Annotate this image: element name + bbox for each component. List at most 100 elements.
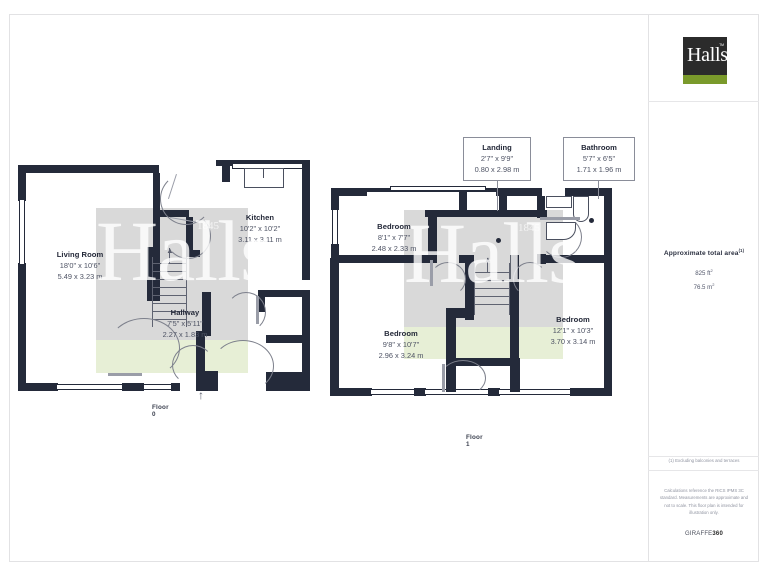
room-metric: 1.71 x 1.96 m bbox=[576, 165, 622, 174]
area-title-footnote-marker: (1) bbox=[738, 248, 745, 253]
room-metric: 2.27 x 1.83 m bbox=[162, 330, 208, 339]
f1-watermark-year: 1845 bbox=[518, 222, 540, 234]
room-label-bedroom-3: Bedroom 12'1" x 10'3" 3.70 x 3.14 m bbox=[520, 314, 626, 347]
stair-step bbox=[152, 271, 187, 272]
wall-partition-c bbox=[153, 217, 160, 253]
stair-rail-right bbox=[186, 257, 187, 327]
stair-step bbox=[152, 303, 187, 304]
kitchen-sink-counter bbox=[244, 168, 284, 188]
f1-wall-stair-right bbox=[510, 255, 519, 365]
wall-kitchen-left bbox=[222, 160, 230, 182]
door-arc-front bbox=[172, 345, 214, 385]
area-imperial-row: 825 ft2 bbox=[649, 265, 759, 279]
bathroom-sink bbox=[546, 196, 572, 208]
entrance-arrow: ↑ bbox=[198, 388, 204, 402]
wall-bottom-left2 bbox=[122, 383, 144, 391]
wall-kitchen-step bbox=[258, 290, 310, 297]
brand-suffix: 360 bbox=[712, 531, 724, 537]
sidebar-divider-disclaimer bbox=[648, 470, 759, 471]
room-name: Landing bbox=[482, 143, 512, 152]
f1-wall-bottom-b bbox=[488, 388, 500, 396]
f1-stair-rail-right bbox=[509, 263, 510, 315]
room-imperial: 18'0" x 10'6" bbox=[59, 261, 101, 270]
f1-wall-bed1-right bbox=[428, 214, 437, 262]
f1-stair-direction-line bbox=[487, 258, 488, 272]
sidebar: Halls TM Approximate total area(1) 825 f… bbox=[649, 15, 759, 561]
area-imperial: 825 ft bbox=[695, 270, 711, 278]
room-imperial: 2'7" x 9'9" bbox=[480, 154, 514, 163]
wall-top-left bbox=[18, 165, 149, 173]
stair-rail-left bbox=[152, 257, 153, 327]
disclaimer-text: Calculations reference the RICS IPMS 3C … bbox=[659, 488, 749, 516]
f1-stair-step bbox=[474, 288, 510, 289]
room-imperial: 12'1" x 10'3" bbox=[552, 326, 594, 335]
stair-step bbox=[152, 319, 187, 320]
area-imperial-unit-sup: 2 bbox=[710, 268, 713, 274]
room-metric: 5.49 x 3.23 m bbox=[57, 272, 103, 281]
area-title: Approximate total area bbox=[663, 250, 739, 258]
room-name: Bedroom bbox=[377, 222, 411, 231]
bathroom-toilet bbox=[573, 196, 589, 222]
logo-text: Halls bbox=[687, 44, 728, 66]
f1-window-left bbox=[332, 209, 338, 245]
sidebar-divider bbox=[648, 14, 649, 562]
window-front-door-side bbox=[143, 384, 173, 390]
f1-wall-bath-left bbox=[499, 210, 547, 217]
room-imperial: 9'8" x 10'7" bbox=[382, 340, 420, 349]
f1-stair-step bbox=[474, 272, 510, 273]
logo-green-bar bbox=[683, 75, 727, 84]
bathroom-light-point bbox=[589, 218, 594, 223]
watermark-year: 1845 bbox=[197, 220, 219, 232]
f1-wall-bed3-top bbox=[537, 255, 607, 263]
room-label-bedroom-1: Bedroom 8'1" x 7'7" 2.48 x 2.33 m bbox=[340, 221, 448, 254]
wall-bottom-center bbox=[171, 383, 180, 391]
room-name: Kitchen bbox=[245, 213, 275, 222]
wall-right-lower bbox=[302, 343, 310, 391]
callout-bathroom: Bathroom 5'7" x 6'5" 1.71 x 1.96 m bbox=[563, 137, 635, 181]
f1-wall-lower-cross bbox=[446, 358, 520, 366]
kitchen-sink-divider bbox=[263, 168, 264, 178]
stair-step bbox=[152, 311, 187, 312]
floor-1-caption: Floor 1 bbox=[466, 434, 483, 448]
stair-step bbox=[152, 287, 187, 288]
f1-wall-right-upper bbox=[604, 188, 612, 264]
door-arc-rear bbox=[212, 340, 274, 392]
sidebar-divider-footnote bbox=[648, 456, 759, 457]
wall-top-mid bbox=[149, 165, 159, 173]
f1-wall-top-right bbox=[565, 188, 612, 196]
wall-left-upper bbox=[18, 165, 26, 201]
wall-rear-right bbox=[266, 372, 310, 391]
f1-wall-bottom-left bbox=[330, 388, 372, 396]
f1-door-leaf-bathroom bbox=[540, 217, 580, 220]
door-leaf-kitchen-rear bbox=[256, 296, 259, 324]
room-metric: 3.11 x 3.11 m bbox=[238, 235, 282, 244]
wall-kitchen-right bbox=[302, 160, 310, 280]
f1-wall-bottom-right bbox=[570, 388, 612, 396]
f1-wall-bed2-right bbox=[446, 308, 456, 366]
halls-logo[interactable]: Halls TM bbox=[683, 37, 728, 84]
room-imperial: 8'1" x 7'7" bbox=[377, 233, 411, 242]
room-name: Bedroom bbox=[384, 329, 418, 338]
room-name: Bathroom bbox=[581, 143, 617, 152]
floor-0-caption: Floor 0 bbox=[152, 404, 169, 418]
f1-wall-left-top bbox=[331, 188, 339, 210]
room-metric: 0.80 x 2.98 m bbox=[474, 165, 520, 174]
sidebar-divider-top bbox=[648, 101, 759, 102]
f1-door-leaf-bed1 bbox=[430, 260, 433, 286]
giraffe360-brand: GIRAFFE360 bbox=[649, 531, 759, 537]
f1-wall-bed1-bottom bbox=[331, 255, 437, 263]
f1-wall-left-lower bbox=[330, 258, 339, 396]
f1-door-arc-bed1 bbox=[430, 262, 466, 296]
f1-wall-bottom-a bbox=[414, 388, 426, 396]
leader-bathroom bbox=[598, 177, 599, 199]
room-label-kitchen: Kitchen 10'2" x 10'2" 3.11 x 3.11 m bbox=[205, 212, 315, 245]
f1-window-bottom-left bbox=[370, 389, 416, 395]
room-name: Hallway bbox=[170, 308, 200, 317]
room-metric: 3.70 x 3.14 m bbox=[550, 337, 596, 346]
room-metric: 2.96 x 3.24 m bbox=[378, 351, 424, 360]
f1-wall-lower-right bbox=[510, 366, 520, 392]
room-label-hallway: Hallway 7'5" x 5'11" 2.27 x 1.83 m bbox=[133, 307, 237, 340]
leader-landing bbox=[497, 177, 498, 211]
stair-step bbox=[152, 295, 187, 296]
